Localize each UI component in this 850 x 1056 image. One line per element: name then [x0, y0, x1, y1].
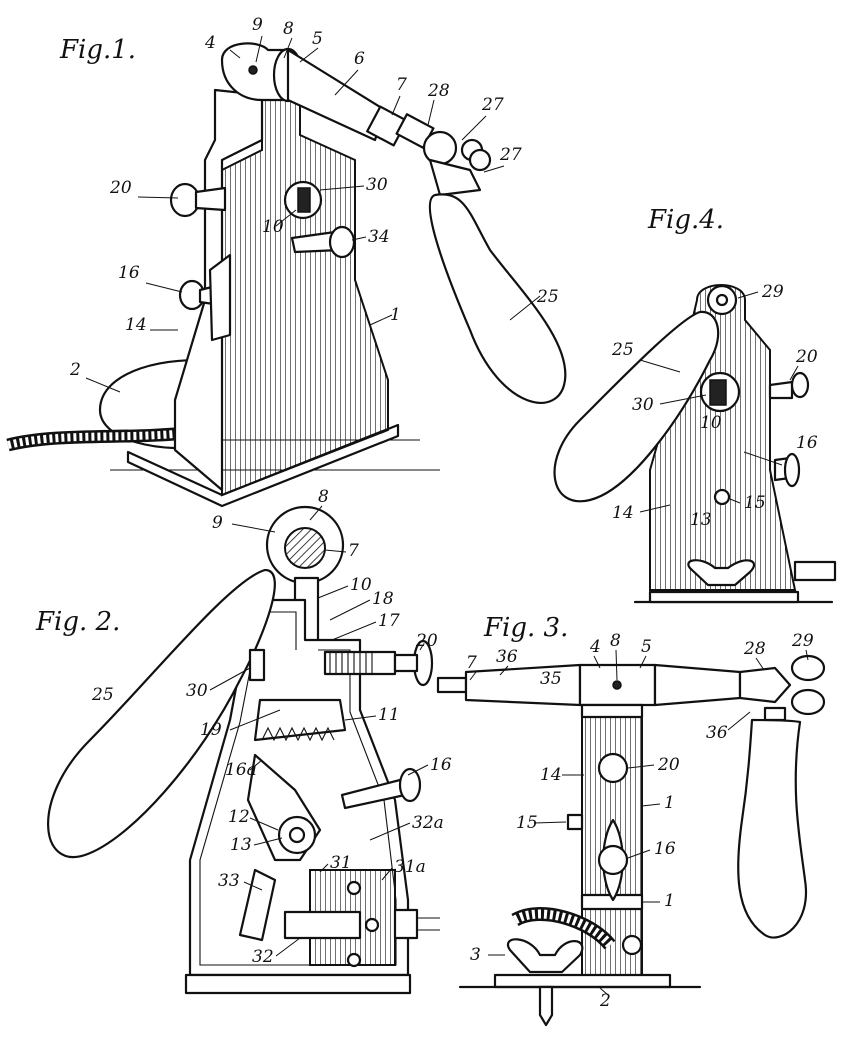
figure-2: Fig. 2. [35, 487, 452, 995]
figure-title: Fig.4. [647, 205, 724, 235]
ref-label: 12 [228, 807, 250, 827]
ref-label: 18 [372, 589, 394, 609]
ref-label: 35 [540, 669, 562, 689]
ref-label: 10 [350, 575, 372, 595]
ref-label: 31a [394, 857, 426, 877]
ref-label: 1 [390, 305, 401, 325]
ref-label: 20 [109, 178, 132, 198]
ref-label: 20 [795, 347, 818, 367]
ref-label: 8 [318, 487, 329, 507]
ref-label: 29 [791, 631, 814, 651]
ref-label: 6 [354, 49, 365, 69]
ref-label: 19 [200, 720, 222, 740]
figure-title: Fig. 3. [483, 613, 568, 643]
ref-label: 36 [706, 723, 728, 743]
ref-label: 14 [125, 315, 147, 335]
ref-label: 8 [610, 631, 621, 651]
ref-label: 7 [396, 75, 407, 95]
ref-label: 28 [427, 81, 450, 101]
ref-label: 2 [69, 360, 81, 380]
ref-label: 25 [611, 340, 634, 360]
ref-label: 11 [378, 705, 400, 725]
ref-label: 20 [415, 631, 438, 651]
ref-label: 13 [690, 510, 712, 530]
ref-label: 17 [378, 611, 400, 631]
ref-label: 36 [496, 647, 518, 667]
figure-3: Fig. 3. 7 36 35 [436, 613, 826, 1027]
ref-label: 30 [186, 681, 208, 701]
figure-1: Fig.1. [6, 15, 567, 508]
ref-label: 16 [430, 755, 452, 775]
ref-label: 20 [657, 755, 680, 775]
ref-label: 13 [230, 835, 252, 855]
ref-label: 14 [540, 765, 562, 785]
ref-label: 27 [499, 145, 522, 165]
ref-label: 15 [516, 813, 538, 833]
ref-label: 29 [761, 282, 784, 302]
ref-label: 16 [654, 839, 676, 859]
ref-label: 32a [412, 813, 444, 833]
ref-label: 8 [283, 19, 294, 39]
ref-label: 9 [252, 15, 263, 35]
ref-label: 7 [348, 541, 359, 561]
ref-label: 3 [470, 945, 481, 965]
figure-title: Fig.1. [59, 35, 136, 65]
ref-label: 9 [212, 513, 223, 533]
ref-label: 16 [118, 263, 140, 283]
ref-label: 31 [330, 853, 352, 873]
ref-label: 2 [599, 991, 611, 1011]
ref-label: 5 [641, 637, 652, 657]
ref-label: 25 [536, 287, 559, 307]
ref-label: 16a [225, 760, 257, 780]
figure-title: Fig. 2. [35, 607, 120, 637]
ref-label: 7 [466, 653, 477, 673]
ref-label: 1 [664, 793, 675, 813]
ref-label: 27 [481, 95, 504, 115]
ref-label: 5 [312, 29, 323, 49]
ref-label: 32 [252, 947, 274, 967]
ref-label: 33 [218, 871, 240, 891]
ref-label: 15 [744, 493, 766, 513]
ref-label: 4 [204, 33, 216, 53]
ref-label: 34 [368, 227, 390, 247]
ref-label: 28 [743, 639, 766, 659]
ref-label: 25 [91, 685, 114, 705]
ref-label: 14 [612, 503, 634, 523]
ref-label: 16 [796, 433, 818, 453]
ref-label: 10 [700, 413, 722, 433]
ref-label: 1 [664, 891, 675, 911]
figure-4: Fig.4. 29 25 20 30 10 16 14 13 15 [553, 205, 837, 604]
ref-label: 10 [262, 217, 284, 237]
ref-label: 30 [366, 175, 388, 195]
ref-label: 30 [632, 395, 654, 415]
ref-label: 4 [589, 637, 601, 657]
